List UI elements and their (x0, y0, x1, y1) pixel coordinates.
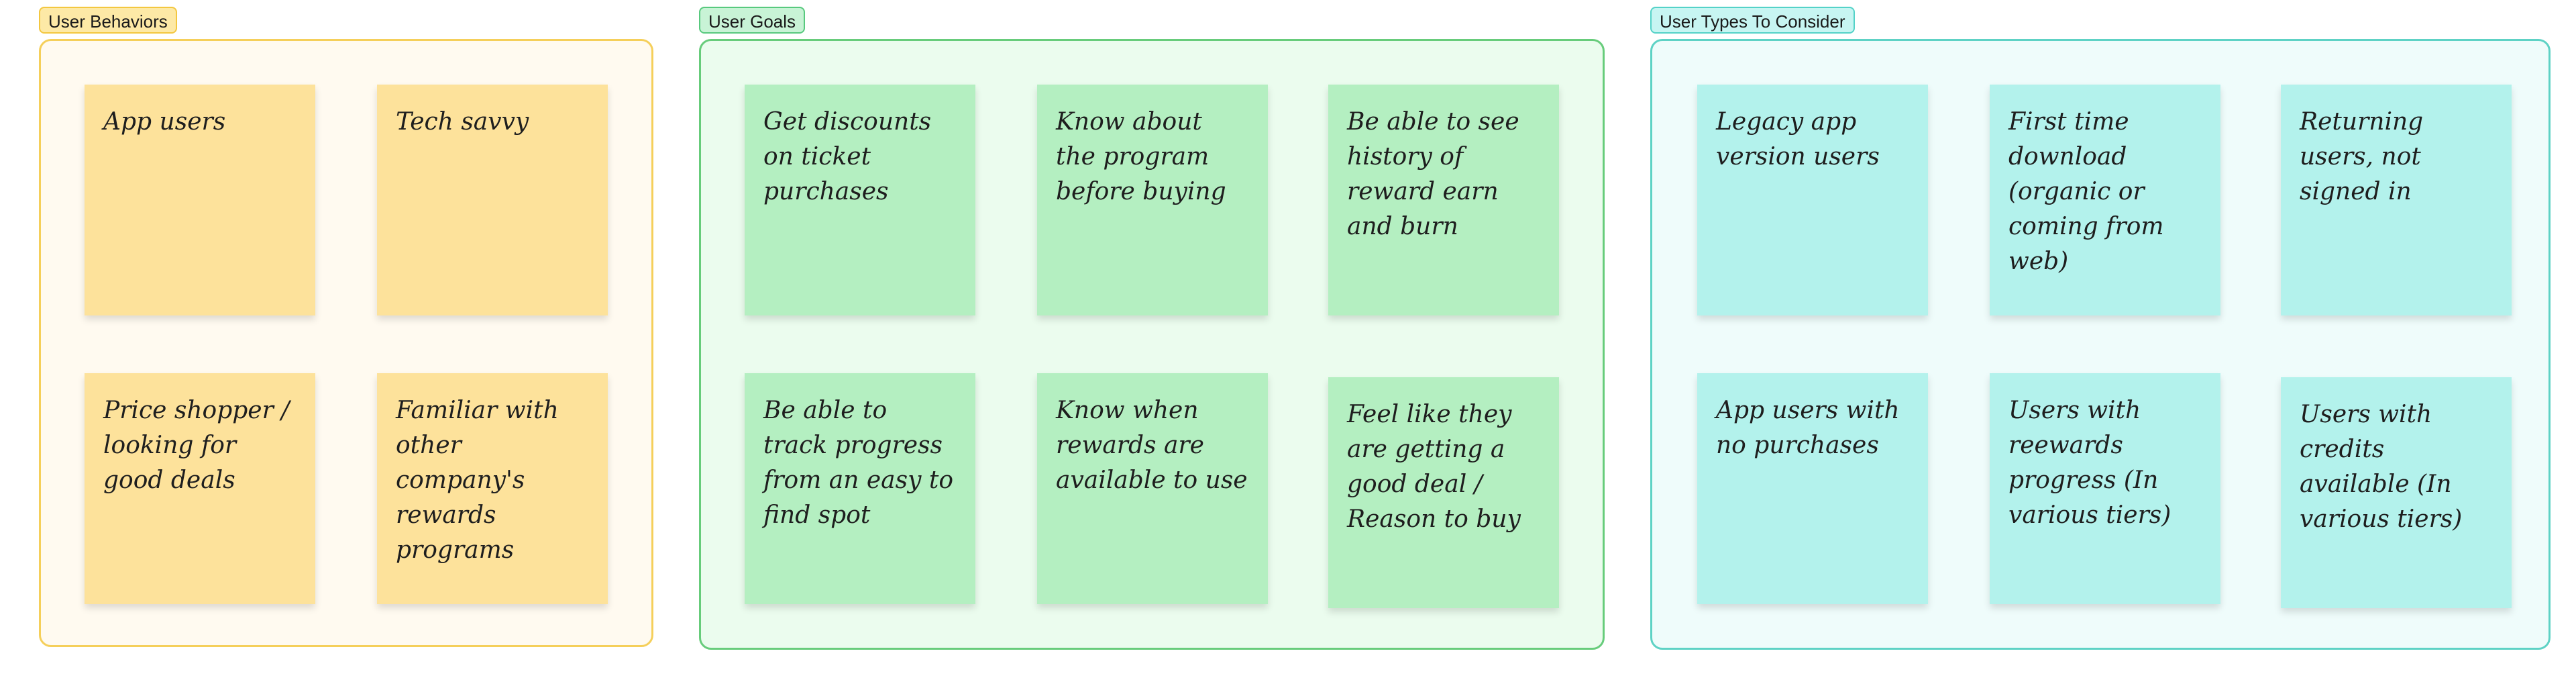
sticky-note[interactable]: Know about the program before buying (1037, 85, 1268, 315)
sticky-note[interactable]: App users (85, 85, 315, 315)
sticky-note[interactable]: Returning users, not signed in (2281, 85, 2512, 315)
sticky-note[interactable]: Be able to see history of reward earn an… (1328, 85, 1559, 315)
sticky-note[interactable]: Familiar with other company's rewards pr… (377, 373, 608, 604)
sticky-note[interactable]: First time download (organic or coming f… (1990, 85, 2220, 315)
section-title-user-behaviors[interactable]: User Behaviors (39, 7, 177, 34)
sticky-note[interactable]: Know when rewards are available to use (1037, 373, 1268, 604)
sticky-note[interactable]: Users with credits available (In various… (2281, 377, 2512, 608)
sticky-note[interactable]: App users with no purchases (1697, 373, 1928, 604)
sticky-note[interactable]: Be able to track progress from an easy t… (745, 373, 975, 604)
sticky-note[interactable]: Price shopper / looking for good deals (85, 373, 315, 604)
section-title-user-goals[interactable]: User Goals (699, 7, 806, 34)
sticky-note[interactable]: Tech savvy (377, 85, 608, 315)
sticky-note[interactable]: Legacy app version users (1697, 85, 1928, 315)
sticky-note[interactable]: Users with reewards progress (In various… (1990, 373, 2220, 604)
section-title-user-types[interactable]: User Types To Consider (1650, 7, 1855, 34)
sticky-note[interactable]: Get discounts on ticket purchases (745, 85, 975, 315)
sticky-note[interactable]: Feel like they are getting a good deal /… (1328, 377, 1559, 608)
